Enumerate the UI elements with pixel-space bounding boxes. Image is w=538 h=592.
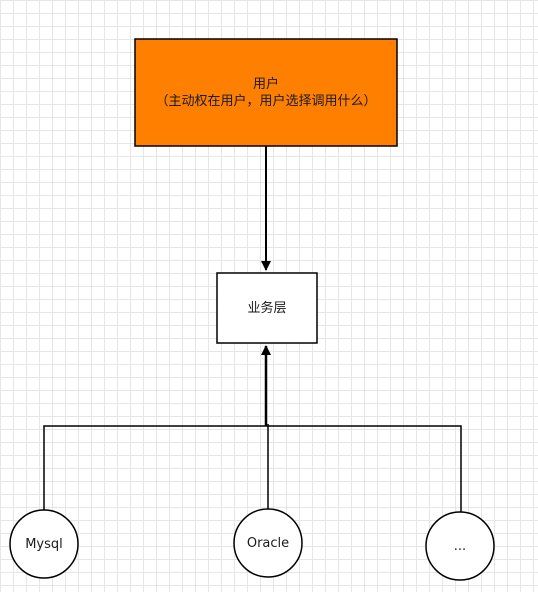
business-layer-box[interactable] bbox=[216, 272, 318, 344]
connector-mysql bbox=[43, 425, 266, 510]
more-node[interactable] bbox=[425, 511, 495, 581]
mysql-node[interactable] bbox=[9, 509, 79, 579]
oracle-node[interactable] bbox=[233, 508, 303, 578]
user-box[interactable] bbox=[134, 38, 398, 147]
connector-more bbox=[266, 425, 462, 512]
